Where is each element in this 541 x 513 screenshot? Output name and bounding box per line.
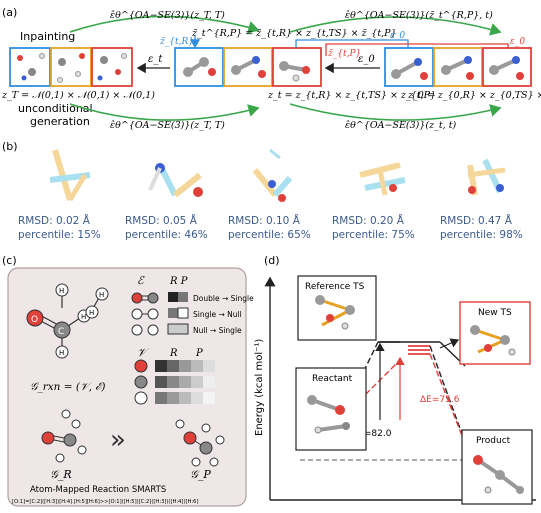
green-arrow-top-left bbox=[69, 15, 260, 34]
atom-H-3: H bbox=[81, 313, 86, 321]
legend-null-single: Null → Single bbox=[193, 326, 242, 335]
reactant-graph bbox=[41, 409, 87, 463]
reaction-chevron-icon: » bbox=[110, 425, 126, 455]
overlay-structure-4 bbox=[359, 162, 406, 196]
atom-H-1: H bbox=[59, 287, 64, 295]
eq-bottom-right: ε̂θ^{OA−SE(3)}(z_t, t) bbox=[345, 120, 457, 131]
p-label: P bbox=[195, 348, 203, 359]
percentile-4: percentile: 75% bbox=[332, 229, 415, 241]
legend-double-single: Double → Single bbox=[193, 294, 254, 303]
vertex-matrix bbox=[134, 359, 215, 405]
zT-box-product bbox=[91, 47, 133, 87]
overlay-structure-5 bbox=[467, 158, 506, 196]
edge-examples bbox=[131, 292, 159, 336]
percentile-5: percentile: 98% bbox=[440, 229, 523, 241]
eq-z0: z_0 = z_{0,R} × z_{0,TS} × z_{0,P} bbox=[407, 90, 541, 101]
atom-H-2: H bbox=[59, 349, 64, 357]
eps-0-label: ε_0 bbox=[358, 54, 375, 65]
eps-0-red-label: ε_0 bbox=[510, 37, 525, 47]
z-tP-label: z̃_{t,P} bbox=[327, 48, 361, 59]
generation-label: generation bbox=[30, 115, 90, 128]
panel-b-label: (b) bbox=[2, 140, 18, 153]
reference-ts-structure bbox=[315, 295, 355, 330]
smarts-string: [O:1]=[C:2]([H:3])[H:4].[H:5][H:6]>>[O:1… bbox=[12, 499, 198, 505]
rmsd-5: RMSD: 0.47 Å bbox=[440, 214, 513, 227]
formaldehyde-diagram: O C H H H H H bbox=[26, 283, 109, 359]
rmsd-4: RMSD: 0.20 Å bbox=[332, 214, 405, 227]
atom-C-1: C bbox=[58, 327, 64, 337]
panel-d-label: (d) bbox=[264, 254, 280, 267]
percentile-1: percentile: 15% bbox=[18, 229, 101, 241]
atom-H-4: H bbox=[89, 309, 94, 317]
smarts-title: Atom-Mapped Reaction SMARTS bbox=[30, 485, 166, 495]
g-rxn-label: 𝒢_rxn = (𝒱, ℰ) bbox=[30, 381, 106, 393]
reactant-box bbox=[295, 367, 367, 451]
new-ts-label: New TS bbox=[478, 308, 512, 318]
noise-atoms bbox=[17, 53, 127, 83]
panel-d: (d) Energy (kcal mol⁻¹) ΔE=82.0 ΔE=75.6 … bbox=[254, 254, 536, 505]
overlay-structure-1 bbox=[49, 149, 91, 202]
panel-a-label: (a) bbox=[2, 6, 17, 19]
rmsd-1: RMSD: 0.02 Å bbox=[18, 214, 91, 227]
zt-molecules bbox=[183, 56, 310, 82]
green-arrow-bottom-left bbox=[69, 103, 260, 121]
overlay-structures bbox=[49, 148, 506, 202]
rp-label: R P bbox=[169, 276, 188, 287]
overlay-structure-3 bbox=[252, 148, 293, 202]
eq-top-right: ε̂θ^{OA−SE(3)}(z̃_t^{R,P}, t) bbox=[345, 10, 493, 21]
reference-ts-label: Reference TS bbox=[305, 282, 365, 292]
reference-ts-box bbox=[297, 275, 377, 341]
eq-zT: z_T = 𝒩(0,1) × 𝒩(0,1) × 𝒩(0,1) bbox=[1, 90, 155, 101]
panel-b: (b) RMSD: 0.02 Å percentile: 15% RMSD: 0… bbox=[2, 140, 523, 241]
eq-top-left: ε̂θ^{OA−SE(3)}(z_T, T) bbox=[110, 10, 225, 21]
edge-set-label: ℰ bbox=[137, 274, 145, 287]
new-ts-pointer-arrow bbox=[439, 338, 460, 349]
rmsd-3: RMSD: 0.10 Å bbox=[228, 214, 301, 227]
product-label: Product bbox=[476, 436, 511, 446]
product-graph bbox=[175, 419, 225, 467]
zT-box-ts bbox=[50, 47, 92, 87]
inpainting-label: Inpainting bbox=[20, 30, 75, 43]
red-bracket bbox=[325, 43, 509, 56]
percentile-3: percentile: 65% bbox=[228, 229, 311, 241]
new-ts-structure bbox=[470, 325, 516, 356]
zt-box-ts bbox=[223, 47, 273, 87]
g-R-label: 𝒢_R bbox=[50, 468, 72, 481]
z0-box-ts bbox=[433, 47, 483, 87]
panel-c: (c) O C H H H H H ℰ R P bbox=[2, 254, 254, 507]
edge-matrix bbox=[167, 292, 189, 335]
atom-O-1: O bbox=[31, 315, 38, 325]
reactant-structure bbox=[307, 395, 350, 434]
energy-axis-label: Energy (kcal mol⁻¹) bbox=[254, 339, 265, 436]
green-arrow-bottom-right bbox=[289, 103, 502, 121]
ts-to-product-black bbox=[429, 345, 471, 457]
green-arrow-top-right bbox=[289, 16, 502, 36]
eq-bottom-left: ε̂θ^{OA−SE(3)}(z_T, T) bbox=[110, 120, 225, 131]
z-tR-label: z̃_{t,R} bbox=[159, 36, 194, 47]
dE-red-label: ΔE=75.6 bbox=[420, 395, 460, 405]
eps-t-label: ε_t bbox=[148, 54, 163, 65]
reactant-label: Reactant bbox=[312, 374, 353, 384]
eps-0-blue-label: ε_0 bbox=[390, 31, 405, 41]
overlay-structure-2 bbox=[148, 163, 203, 198]
r-label: R bbox=[169, 348, 178, 359]
legend-single-null: Single → Null bbox=[193, 310, 242, 319]
eq-zt: z_t = z_{t,R} × z_{t,TS} × z_{t,P} bbox=[267, 90, 436, 101]
product-structure bbox=[473, 455, 524, 494]
eq-top-mid: z̃_t^{R,P} = z̃_{t,R} × z_{t,TS} × z̃_{t… bbox=[191, 28, 397, 39]
panel-c-label: (c) bbox=[2, 254, 17, 267]
atom-H-5: H bbox=[99, 291, 104, 299]
unconditional-label: unconditional bbox=[18, 102, 93, 115]
z0-molecules bbox=[391, 56, 524, 80]
percentile-2: percentile: 46% bbox=[125, 229, 208, 241]
zT-box-reactant bbox=[9, 47, 51, 87]
panel-a: (a) Inpainting unconditional generation … bbox=[1, 6, 541, 131]
rmsd-2: RMSD: 0.05 Å bbox=[125, 214, 198, 227]
dE-black-label: ΔE=82.0 bbox=[352, 429, 392, 439]
g-P-label: 𝒢_P bbox=[190, 468, 211, 481]
